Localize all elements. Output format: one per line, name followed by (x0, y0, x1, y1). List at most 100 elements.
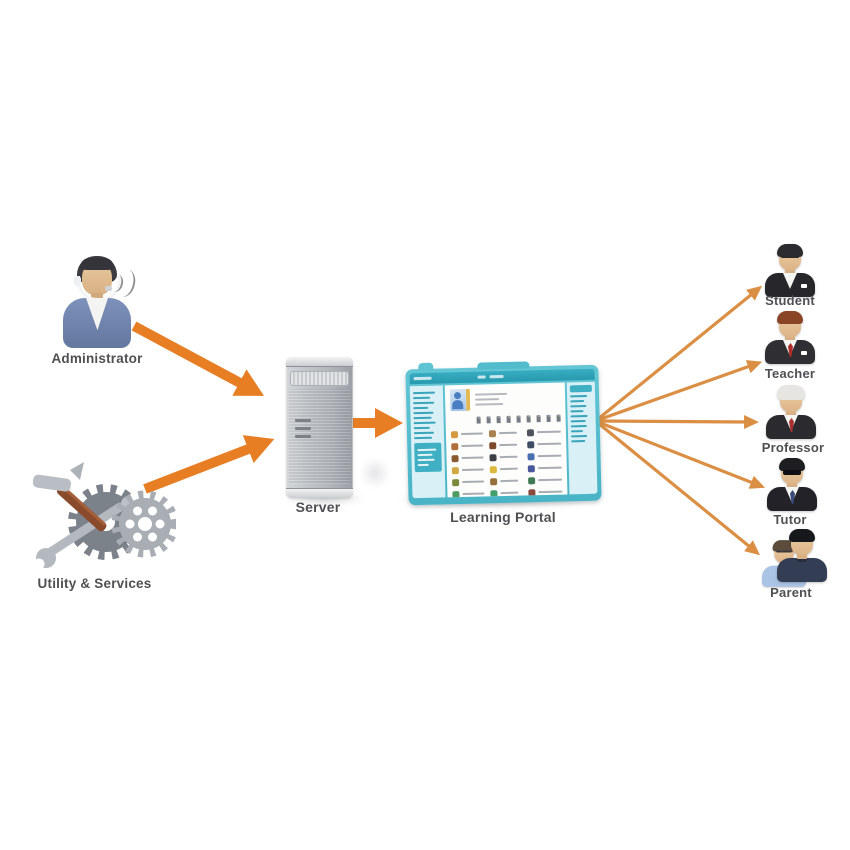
portal-grid-item (528, 474, 563, 487)
toolbar-mini-icon (506, 415, 511, 423)
grid-item-label-placeholder (499, 467, 518, 471)
portal-shadow-left (360, 458, 390, 488)
arrow-portal-to-tutor (597, 420, 766, 489)
professor-label: Professor (761, 440, 825, 455)
arrow-portal-to-student (596, 285, 763, 421)
grid-item-label-placeholder (461, 456, 484, 460)
grid-item-label-placeholder (537, 442, 562, 446)
grid-item-label-placeholder (462, 480, 485, 484)
portal-grid-item (452, 487, 486, 498)
portal-grid-item (528, 486, 563, 498)
portal-label: Learning Portal (450, 509, 556, 525)
portal-right-sidebar (566, 381, 598, 495)
toolbar-mini-icon (516, 415, 521, 423)
server-tower-icon (286, 357, 353, 498)
grid-item-label-placeholder (498, 431, 517, 435)
grid-item-icon (527, 464, 535, 472)
portal-grid-item (527, 438, 562, 451)
text-line-placeholder (571, 440, 586, 443)
text-line-placeholder (570, 414, 588, 418)
text-line-placeholder (570, 430, 583, 433)
text-line-placeholder (570, 424, 587, 428)
toolbar-mini-icon (476, 416, 481, 424)
portal-grid-item (526, 426, 561, 439)
text-line-placeholder (570, 410, 584, 413)
teacher-icon (764, 310, 816, 364)
student-icon (764, 243, 816, 297)
portal-node (405, 361, 602, 506)
grid-item-icon (452, 478, 460, 486)
grid-item-icon (451, 466, 459, 474)
grid-item-icon (489, 453, 497, 461)
text-line-placeholder (413, 416, 432, 420)
grid-item-icon (489, 465, 497, 473)
text-line-placeholder (413, 401, 435, 405)
text-line-placeholder (413, 426, 430, 430)
portal-left-sidebar (409, 385, 446, 499)
text-line-placeholder (570, 404, 587, 408)
portal-toolbar (476, 414, 561, 424)
server-node (286, 357, 353, 498)
grid-item-label-placeholder (461, 444, 484, 448)
sprocket-icon (111, 490, 179, 558)
portal-grid-item (489, 439, 523, 452)
portal-grid-item (451, 463, 486, 476)
grid-item-icon (489, 441, 497, 449)
grid-item-label-placeholder (460, 432, 483, 436)
sidebar-highlight-block (414, 442, 442, 473)
portal-grid-item (527, 450, 562, 463)
text-line-placeholder (417, 463, 429, 467)
toolbar-mini-icon (526, 415, 531, 423)
portal-grid-item (452, 475, 486, 488)
text-line-placeholder (414, 436, 433, 440)
portal-grid-item (489, 451, 523, 464)
text-line-placeholder (412, 391, 435, 395)
tutor-label: Tutor (773, 512, 807, 527)
grid-item-icon (526, 428, 535, 436)
grid-item-icon (451, 442, 459, 450)
grid-item-label-placeholder (461, 468, 484, 472)
portal-grid-item (527, 462, 562, 475)
toolbar-mini-icon (546, 414, 551, 422)
grid-item-icon (490, 489, 498, 497)
grid-item-icon (527, 452, 535, 460)
portal-grid-item (490, 475, 524, 488)
parent-node (758, 528, 827, 587)
tutor-node (766, 457, 818, 511)
administrator-label: Administrator (51, 351, 143, 366)
portal-grid-item (488, 427, 523, 440)
portal-content (444, 382, 568, 498)
grid-item-icon (450, 430, 459, 438)
grid-item-icon (488, 429, 497, 437)
text-line-placeholder (570, 400, 585, 403)
grid-item-icon (452, 490, 460, 498)
portal-grid-item (489, 463, 524, 476)
portal-grid-item (451, 439, 485, 452)
hammer-icon (32, 462, 107, 532)
grid-item-label-placeholder (538, 478, 563, 482)
tutor-icon (766, 457, 818, 511)
portal-grid-item (450, 427, 485, 440)
portal-user-avatar (449, 388, 471, 412)
grid-item-label-placeholder (500, 491, 519, 495)
professor-node (765, 385, 817, 439)
toolbar-mini-icon (486, 416, 491, 424)
text-line-placeholder (413, 431, 434, 435)
text-line-placeholder (571, 434, 588, 438)
grid-item-label-placeholder (537, 466, 562, 470)
portal-screenshot (405, 361, 602, 506)
utility-label: Utility & Services (37, 576, 152, 591)
utility-node (28, 460, 179, 577)
text-line-placeholder (413, 421, 436, 425)
grid-item-icon (528, 476, 536, 484)
arrow-portal-to-parent (596, 421, 761, 556)
grid-item-label-placeholder (536, 430, 561, 434)
text-line-placeholder (570, 394, 588, 398)
arrow-utility-to-server (143, 435, 275, 494)
teacher-node (764, 310, 816, 364)
grid-item-icon (527, 440, 535, 448)
toolbar-mini-icon (556, 414, 561, 422)
microphone-icon (105, 286, 112, 291)
